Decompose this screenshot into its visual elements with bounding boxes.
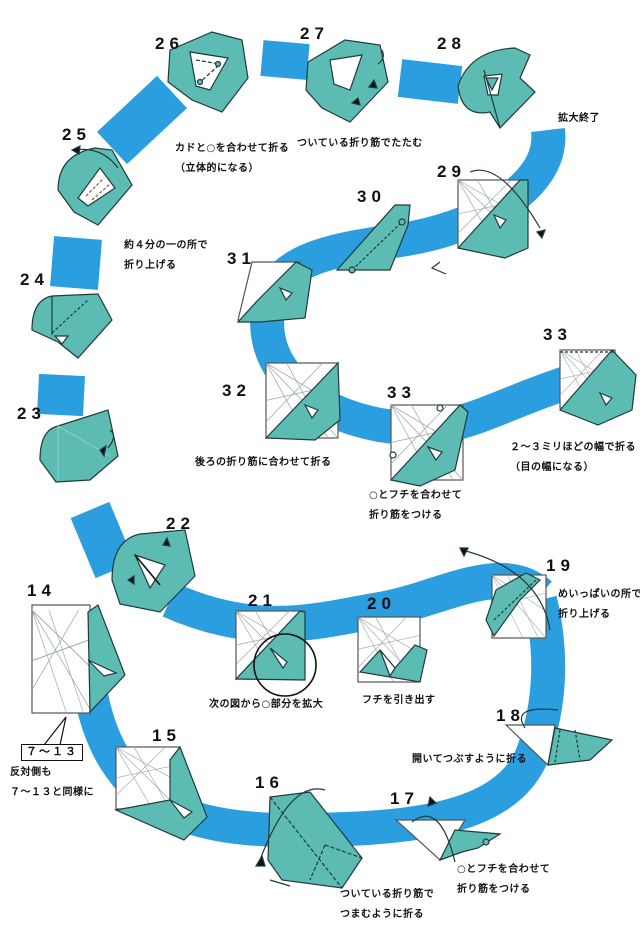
model-step-32 — [264, 361, 341, 441]
note-step-28: 拡大終了 — [558, 113, 600, 124]
model-step-26 — [167, 31, 249, 113]
model-step-18 — [504, 708, 614, 767]
step-number-29: 29 — [437, 162, 466, 181]
note-step-19: めいっぱいの所で 折り上げる — [558, 589, 640, 620]
step-number-20: 20 — [367, 594, 396, 613]
model-step-16 — [254, 788, 363, 889]
step-number-18: 18 — [496, 706, 525, 725]
model-step-33a — [389, 404, 469, 487]
step-number-17: 17 — [390, 789, 419, 808]
model-step-17 — [394, 795, 502, 863]
model-step-20 — [357, 616, 428, 683]
step-number-24: 24 — [20, 270, 49, 289]
model-step-30 — [335, 204, 447, 275]
model-step-27 — [305, 39, 389, 123]
model-step-19 — [459, 547, 551, 639]
step-number-28: 28 — [437, 34, 466, 53]
model-step-21 — [234, 610, 317, 697]
note-step-32: 後ろの折り筋に合わせて折る — [195, 457, 332, 468]
note-step-25: カドと○を合わせて折る （立体的になる） — [175, 143, 290, 174]
step-number-27: 27 — [300, 24, 329, 43]
note-step-16: ついている折り筋で つまむように折る — [340, 889, 435, 920]
note-step-21: 次の図から○部分を拡大 — [209, 699, 324, 710]
step-number-19: 19 — [546, 556, 575, 575]
callout-pointer-icon — [43, 716, 67, 746]
note-step-20: フチを引き出す — [362, 695, 436, 706]
model-step-22 — [111, 529, 196, 613]
note-step-33a: ○とフチを合わせて 折り筋をつける — [369, 490, 463, 521]
model-step-24 — [31, 293, 113, 359]
step-number-21: 21 — [248, 591, 277, 610]
step-number-14: 14 — [27, 581, 56, 600]
note-step-18: 開いてつぶすように折る — [412, 754, 527, 765]
model-step-28 — [457, 47, 536, 129]
model-step-14 — [31, 604, 126, 714]
model-step-33b — [558, 349, 637, 426]
repeat-steps-box: ７～１３ — [21, 744, 83, 761]
note-step-27: ついている折り筋でたたむ — [297, 138, 423, 149]
step-number-32: 32 — [222, 381, 251, 400]
note-step-14: 反対側も ７～１３と同様に — [10, 767, 94, 798]
step-number-16: 16 — [255, 773, 284, 792]
note-step-24: 約４分の一の所で 折り上げる — [124, 240, 208, 271]
step-number-22: 22 — [166, 514, 195, 533]
step-number-30: 30 — [357, 187, 386, 206]
note-step-33b: ２～３ミリほどの幅で折る （目の幅になる） — [510, 442, 636, 473]
step-number-33b: 33 — [543, 325, 572, 344]
step-number-25: 25 — [62, 125, 91, 144]
step-number-31: 31 — [227, 249, 256, 268]
note-step-17: ○とフチを合わせて 折り筋をつける — [457, 864, 551, 895]
step-number-26: 26 — [155, 34, 184, 53]
model-step-29 — [456, 169, 546, 259]
step-number-15: 15 — [152, 726, 181, 745]
step-number-23: 23 — [17, 404, 46, 423]
model-step-23 — [39, 409, 119, 483]
model-step-15 — [113, 745, 208, 841]
model-step-25 — [57, 144, 133, 226]
step-number-33a: 33 — [387, 383, 416, 402]
model-step-31 — [236, 261, 313, 323]
